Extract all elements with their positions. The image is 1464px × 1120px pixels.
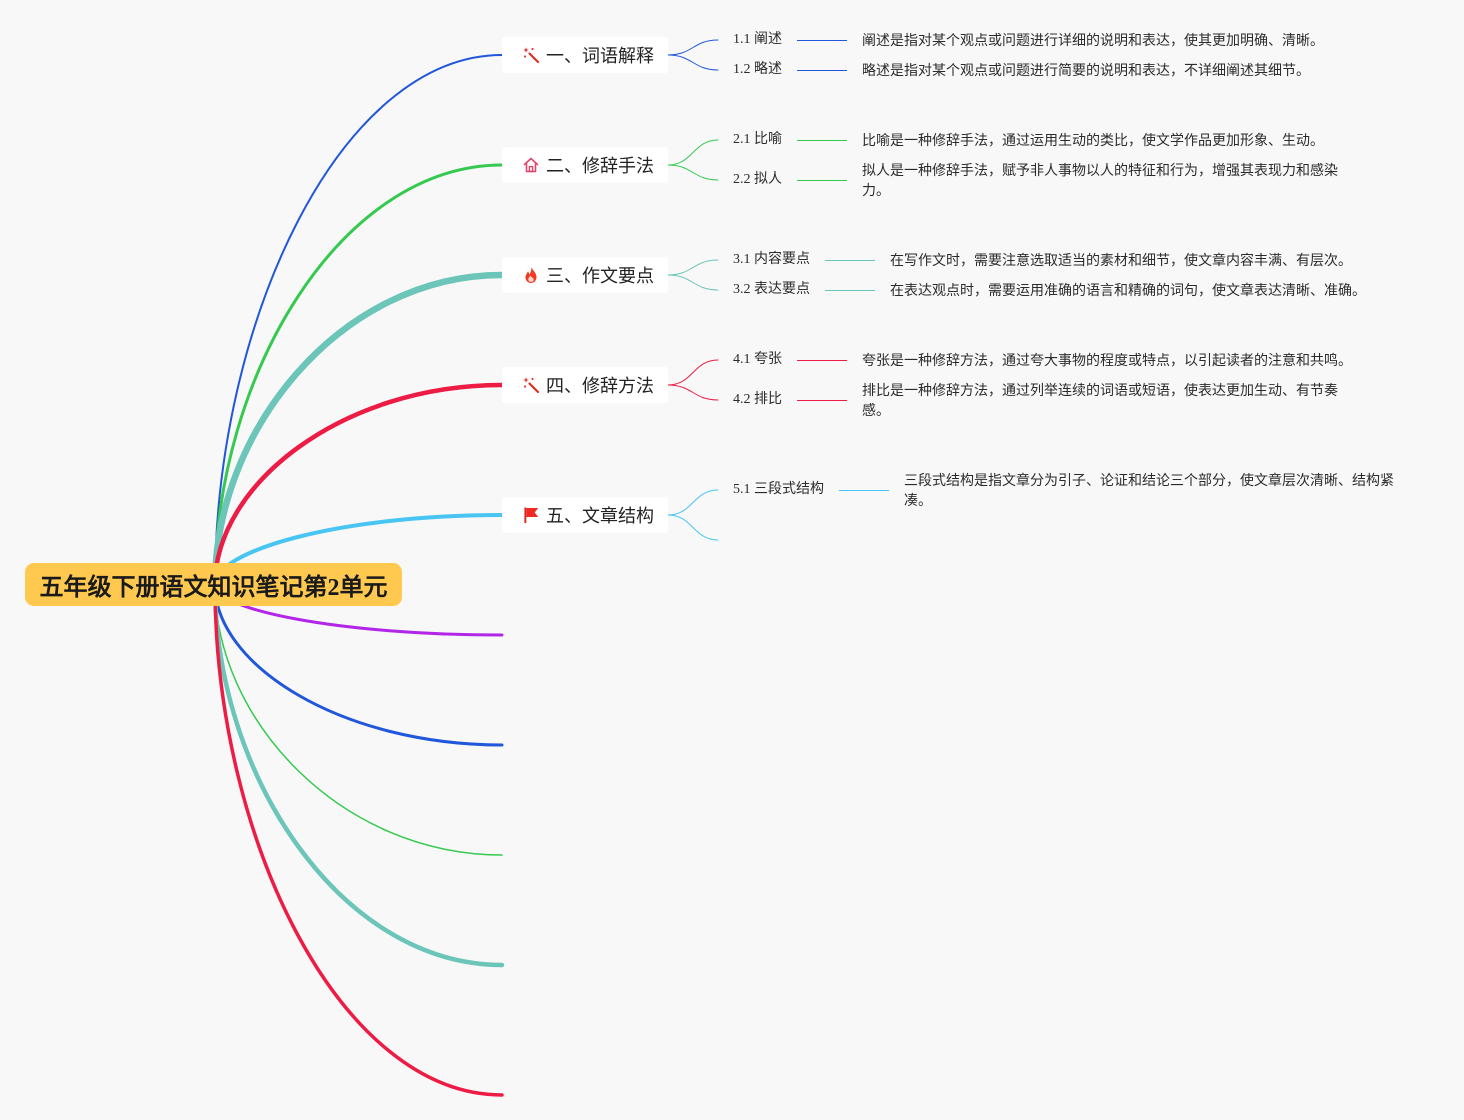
flag-icon: [522, 506, 540, 524]
branch-line-7: [213, 583, 504, 747]
branch-group-7: [213, 583, 504, 747]
topic-node-5[interactable]: 五、文章结构: [502, 497, 668, 533]
branch-group-4: [212, 359, 719, 588]
subtopic-note[interactable]: 阐述是指对某个观点或问题进行详细的说明和表达，使其更加明确、清晰。: [862, 32, 1324, 48]
subtopic-link-line: [797, 39, 847, 41]
subtopic-note[interactable]: 夸张是一种修辞方法，通过夸大事物的程度或特点，以引起读者的注意和共鸣。: [862, 352, 1352, 368]
subtopic-link-line: [825, 289, 875, 291]
topic-title: 三、作文要点: [546, 266, 654, 286]
topic-title: 五、文章结构: [546, 506, 654, 526]
branch-line-2: [213, 163, 504, 587]
subtopic-note[interactable]: 三段式结构是指文章分为引子、论证和结论三个部分，使文章层次清晰、结构紧凑。: [904, 472, 1394, 508]
subtopic-title[interactable]: 3.1 内容要点: [733, 252, 810, 267]
subtopic-note[interactable]: 在表达观点时，需要运用准确的语言和精确的词句，使文章表达清晰、准确。: [890, 282, 1366, 298]
subtopic-connector-5-2: [667, 514, 719, 541]
subtopic-row-2-2: 2.2 拟人 拟人是一种修辞手法，赋予非人事物以人的特征和行为，增强其表现力和感…: [718, 160, 1354, 200]
subtopic-row-4-2: 4.2 排比 排比是一种修辞方法，通过列举连续的词语或短语，使表达更加生动、有节…: [718, 380, 1354, 420]
branch-group-3: [211, 259, 719, 589]
subtopic-connector-1-1: [667, 39, 719, 56]
branch-group-8: [214, 584, 503, 856]
subtopic-link-line: [797, 399, 847, 401]
house-icon: [522, 156, 540, 174]
subtopic-title[interactable]: 2.1 比喻: [733, 132, 782, 147]
subtopic-row-5-1: 5.1 三段式结构 三段式结构是指文章分为引子、论证和结论三个部分，使文章层次清…: [718, 470, 1396, 510]
topic-node-3[interactable]: 三、作文要点: [502, 257, 668, 293]
branch-group-9: [212, 582, 505, 968]
subtopic-connector-5-1: [667, 489, 719, 516]
subtopic-connector-2-1: [667, 139, 719, 166]
subtopic-note[interactable]: 在写作文时，需要注意选取适当的素材和细节，使文章内容丰满、有层次。: [890, 252, 1352, 268]
branch-line-10: [213, 583, 504, 1097]
subtopic-note[interactable]: 拟人是一种修辞手法，赋予非人事物以人的特征和行为，增强其表现力和感染力。: [862, 162, 1338, 198]
topic-title: 四、修辞方法: [546, 376, 654, 396]
subtopic-row-3-1: 3.1 内容要点 在写作文时，需要注意选取适当的素材和细节，使文章内容丰满、有层…: [718, 250, 1352, 270]
topic-title: 一、词语解释: [546, 46, 654, 66]
subtopic-row-2-1: 2.1 比喻 比喻是一种修辞手法，通过运用生动的类比，使文学作品更加形象、生动。: [718, 130, 1324, 150]
subtopic-note[interactable]: 排比是一种修辞方法，通过列举连续的词语或短语，使表达更加生动、有节奏感。: [862, 382, 1338, 418]
subtopic-row-1-2: 1.2 略述 略述是指对某个观点或问题进行简要的说明和表达，不详细阐述其细节。: [718, 60, 1310, 80]
subtopic-connector-1-2: [667, 54, 719, 71]
subtopic-note[interactable]: 略述是指对某个观点或问题进行简要的说明和表达，不详细阐述其细节。: [862, 62, 1310, 78]
branch-group-10: [213, 583, 504, 1097]
magic-wand-icon: [522, 376, 540, 394]
subtopic-title[interactable]: 3.2 表达要点: [733, 282, 810, 297]
subtopic-link-line: [825, 259, 875, 261]
subtopic-title[interactable]: 5.1 三段式结构: [733, 482, 824, 497]
root-topic[interactable]: 五年级下册语文知识笔记第2单元: [25, 563, 402, 606]
subtopic-title[interactable]: 2.2 拟人: [733, 172, 782, 187]
subtopic-connector-4-1: [667, 359, 719, 386]
subtopic-title[interactable]: 1.2 略述: [733, 62, 782, 77]
subtopic-link-line: [797, 69, 847, 71]
topic-title: 二、修辞手法: [546, 156, 654, 176]
fire-icon: [522, 266, 540, 284]
subtopic-connector-2-2: [667, 164, 719, 181]
topic-node-2[interactable]: 二、修辞手法: [502, 147, 668, 183]
branch-line-9: [212, 582, 505, 968]
subtopic-title[interactable]: 4.1 夸张: [733, 352, 782, 367]
subtopic-link-line: [797, 139, 847, 141]
topic-node-4[interactable]: 四、修辞方法: [502, 367, 668, 403]
topic-node-1[interactable]: 一、词语解释: [502, 37, 668, 73]
branch-group-1: [214, 39, 719, 586]
branch-line-3: [211, 271, 506, 589]
subtopic-row-1-1: 1.1 阐述 阐述是指对某个观点或问题进行详细的说明和表达，使其更加明确、清晰。: [718, 30, 1324, 50]
subtopic-link-line: [797, 359, 847, 361]
subtopic-connector-4-2: [667, 384, 719, 401]
subtopic-note[interactable]: 比喻是一种修辞手法，通过运用生动的类比，使文学作品更加形象、生动。: [862, 132, 1324, 148]
subtopic-link-line: [797, 179, 847, 181]
subtopic-row-3-2: 3.2 表达要点 在表达观点时，需要运用准确的语言和精确的词句，使文章表达清晰、…: [718, 280, 1366, 300]
magic-wand-icon: [522, 46, 540, 64]
subtopic-connector-3-1: [667, 259, 719, 276]
branch-line-8: [214, 584, 503, 856]
branch-group-2: [213, 139, 719, 587]
subtopic-title[interactable]: 4.2 排比: [733, 392, 782, 407]
subtopic-link-line: [839, 489, 889, 491]
subtopic-connector-3-2: [667, 274, 719, 291]
branch-line-1: [214, 54, 503, 586]
subtopic-title[interactable]: 1.1 阐述: [733, 32, 782, 47]
subtopic-row-4-1: 4.1 夸张 夸张是一种修辞方法，通过夸大事物的程度或特点，以引起读者的注意和共…: [718, 350, 1352, 370]
branch-line-4: [212, 382, 505, 588]
